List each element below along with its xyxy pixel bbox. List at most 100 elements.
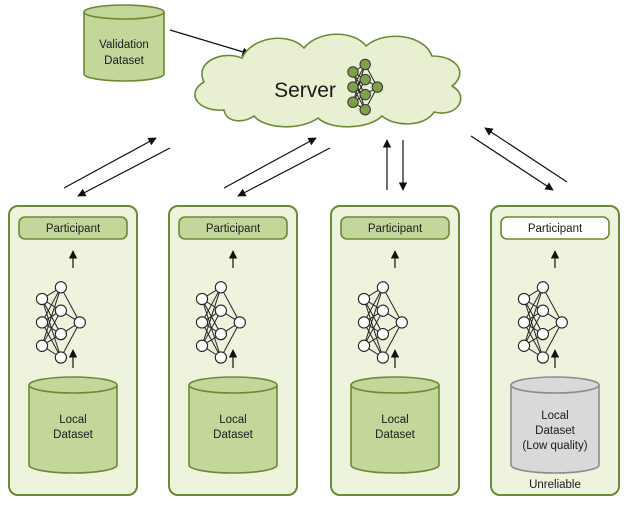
dataset-label-line2: Dataset xyxy=(375,429,415,441)
local-nn-node xyxy=(195,292,209,306)
dataset-label-line1: Local xyxy=(219,414,247,426)
local-nn-node xyxy=(214,327,228,341)
download-arrow xyxy=(237,147,331,197)
upload-arrow xyxy=(484,127,568,183)
participant-pill xyxy=(18,216,128,240)
participant-label: Participant xyxy=(368,223,423,235)
local-nn-node xyxy=(376,327,390,341)
local-nn-edge xyxy=(220,287,241,323)
download-arrow xyxy=(470,135,554,191)
download-arrow xyxy=(77,147,171,197)
local-nn-node xyxy=(233,316,246,329)
local-nn-node xyxy=(536,327,550,341)
server-nn-node xyxy=(347,81,359,93)
server-nn-edge xyxy=(352,64,366,103)
validation-cylinder-top xyxy=(83,4,165,20)
cloud-shape xyxy=(194,33,462,128)
dataset-cylinder-body xyxy=(188,385,278,474)
server-nn-node xyxy=(347,66,359,78)
local-nn-edge xyxy=(41,287,62,323)
local-nn-node xyxy=(35,292,49,306)
local-nn-edge xyxy=(201,310,222,347)
dataset-label-line1: Local xyxy=(381,414,409,426)
participant-label: Participant xyxy=(206,223,261,235)
exchange-arrow-pair-1 xyxy=(63,137,171,197)
local-nn-node xyxy=(357,339,371,352)
validation-cylinder-body xyxy=(83,12,165,82)
local-nn-edge xyxy=(382,287,403,323)
local-nn-node xyxy=(376,281,390,294)
dataset-cylinder-body xyxy=(28,385,118,474)
exchange-arrows xyxy=(63,127,568,197)
local-nn-node xyxy=(195,316,209,329)
local-nn-node xyxy=(555,316,568,329)
participant-panels: ParticipantLocalDatasetParticipantLocalD… xyxy=(8,205,620,496)
dataset-label-line2: Dataset xyxy=(535,425,575,437)
participant-pill xyxy=(340,216,450,240)
dataset-label-line2: Dataset xyxy=(213,429,253,441)
server-nn-node xyxy=(371,81,384,93)
local-nn-edge xyxy=(201,287,222,346)
dataset-label-line1: Local xyxy=(59,414,87,426)
local-neural-network-icon xyxy=(357,281,408,364)
server-cloud: Server xyxy=(194,33,462,128)
dataset-label-line1: Local xyxy=(541,410,569,422)
local-nn-node xyxy=(54,327,68,341)
exchange-arrow-pair-4 xyxy=(470,127,568,191)
local-nn-node xyxy=(214,351,228,364)
local-nn-node xyxy=(54,304,68,317)
local-nn-node xyxy=(54,351,68,364)
exchange-arrow-pair-3 xyxy=(382,139,408,191)
local-nn-node xyxy=(376,351,390,364)
participant-label: Participant xyxy=(46,223,101,235)
unreliable-label: Unreliable xyxy=(529,479,581,491)
participant-pill xyxy=(500,216,610,240)
dataset-cylinder-top xyxy=(188,376,278,394)
upload-arrow xyxy=(63,137,157,189)
local-nn-edge xyxy=(542,287,563,323)
local-nn-node xyxy=(517,292,531,306)
local-nn-node xyxy=(214,304,228,317)
local-nn-node xyxy=(536,304,550,317)
local-nn-edge xyxy=(60,322,81,358)
local-nn-edge xyxy=(523,287,544,323)
local-nn-node xyxy=(517,339,531,352)
local-nn-edge xyxy=(220,322,241,358)
server-nn-node xyxy=(359,73,371,86)
local-nn-node xyxy=(536,351,550,364)
local-nn-edge xyxy=(363,310,384,347)
participant-pill xyxy=(178,216,288,240)
local-nn-edge xyxy=(523,287,544,346)
dataset-cylinder-body xyxy=(510,385,600,474)
local-neural-network-icon xyxy=(517,281,568,364)
server-nn-node xyxy=(347,96,359,108)
local-nn-node xyxy=(195,339,209,352)
local-nn-node xyxy=(536,281,550,294)
dataset-label-line3: (Low quality) xyxy=(522,440,587,452)
local-nn-node xyxy=(35,339,49,352)
participant-label: Participant xyxy=(528,223,583,235)
local-nn-edge xyxy=(41,287,62,346)
dataset-label-line2: Dataset xyxy=(53,429,93,441)
local-nn-node xyxy=(73,316,86,329)
local-nn-node xyxy=(357,292,371,306)
local-nn-node xyxy=(395,316,408,329)
local-neural-network-icon xyxy=(35,281,86,364)
local-nn-edge xyxy=(41,310,62,347)
local-nn-edge xyxy=(363,287,384,323)
local-nn-edge xyxy=(60,287,81,323)
local-nn-node xyxy=(376,304,390,317)
local-nn-node xyxy=(357,316,371,329)
validation-label-line2: Dataset xyxy=(104,55,144,67)
local-nn-edge xyxy=(523,310,544,347)
server-label: Server xyxy=(274,79,336,102)
dataset-cylinder-top xyxy=(28,376,118,394)
server-nn-node xyxy=(359,104,371,116)
